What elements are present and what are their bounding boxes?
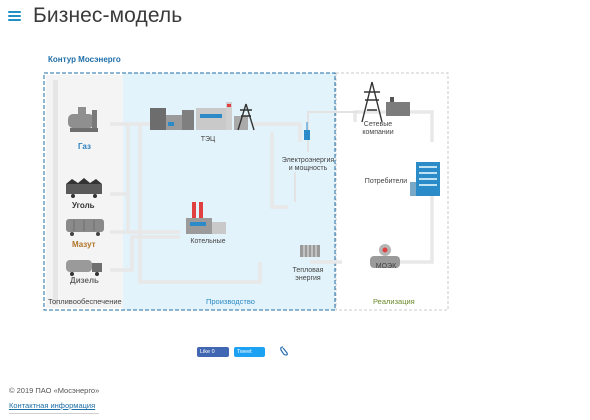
node-label-chp: ТЭЦ [200,136,216,143]
column-label-sales: Реализация [373,297,415,306]
grid-pylon-icon [361,81,410,123]
node-label-boilers: Котельные [190,238,226,245]
contact-info-link[interactable]: Контактная информация [9,401,96,410]
boiler-plant-icon [186,202,226,234]
column-label-fuel: Топливообеспечение [48,297,122,306]
power-pylon-icon [237,103,255,131]
paperclip-icon[interactable] [280,345,290,357]
fuel-oil-tank-icon [66,219,104,236]
chp-plant-icon [150,102,248,130]
node-label-grid: Сетевые компании [362,121,394,136]
diesel-truck-icon [66,260,102,276]
node-label-consumers: Потребители [364,178,408,185]
pipes [110,110,434,284]
node-label-moek: МОЭК [375,263,397,270]
node-label-heat: Тепловая энергия [292,267,324,282]
hamburger-menu-icon[interactable] [8,11,21,21]
node-label-electricity: Электроэнергия и мощность [281,157,335,172]
coal-wagon-icon [66,178,102,198]
gas-tank-icon [68,107,98,132]
page-title: Бизнес-модель [33,4,183,27]
column-label-production: Производство [206,297,255,306]
contour-label: Контур Мосэнерго [48,55,121,64]
tweet-button[interactable]: Tweet [234,347,265,357]
radiator-icon [300,245,320,257]
contour-border [43,72,336,311]
consumers-building-icon [410,162,440,196]
electric-plug-icon [304,122,310,140]
sales-border [335,72,449,311]
footer-copyright: © 2019 ПАО «Мосэнерго» [9,386,100,395]
business-model-diagram [43,72,449,311]
page-header: Бизнес-модель [0,0,590,34]
fuel-label-fuel-oil: Мазут [72,240,96,249]
fuel-label-coal: Уголь [72,201,95,210]
moek-valve-icon [370,244,400,268]
footer-divider [9,413,99,414]
fuel-label-diesel: Дизель [70,276,99,285]
fuel-label-gas: Газ [78,142,91,151]
facebook-like-button[interactable]: Like 0 [197,347,229,357]
